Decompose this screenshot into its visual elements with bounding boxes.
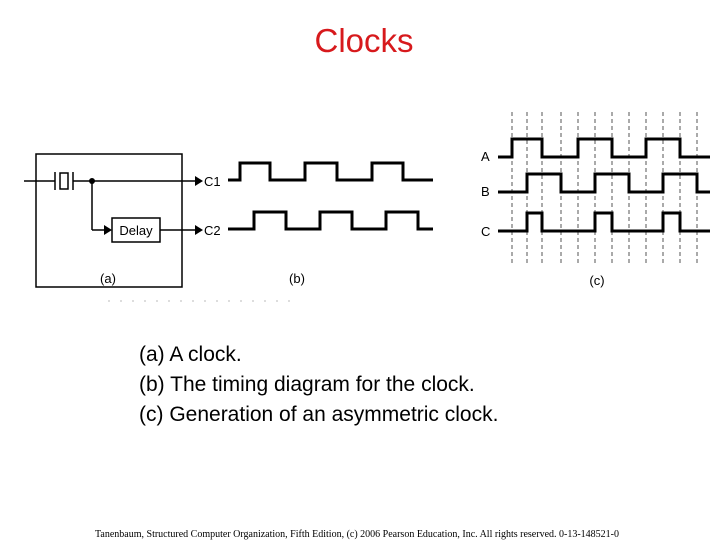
signal-a-waveform: [498, 137, 710, 159]
copyright-footer: Tanenbaum, Structured Computer Organizat…: [95, 529, 619, 540]
signal-c-waveform: [498, 211, 710, 233]
panel-b-label: (b): [289, 271, 305, 286]
c2-label: C2: [204, 223, 221, 238]
signal-b-waveform: [498, 172, 710, 194]
c1-arrow: [195, 176, 203, 186]
panel-a-label: (a): [100, 271, 116, 286]
delay-label: Delay: [119, 223, 153, 238]
signal-b-label: B: [481, 184, 490, 199]
caption-list: (a) A clock. (b) The timing diagram for …: [139, 340, 498, 430]
slide-title: Clocks: [314, 22, 414, 59]
panel-a-clock-circuit: Delay (a): [24, 153, 203, 288]
timing-guide-lines: [511, 112, 698, 265]
c1-waveform: [228, 161, 433, 182]
delay-input-arrow: [104, 225, 112, 235]
c1-label: C1: [204, 174, 221, 189]
signal-a-label: A: [481, 149, 490, 164]
panel-c-label: (c): [589, 273, 604, 288]
c2-arrow: [195, 225, 203, 235]
c2-waveform: [228, 210, 433, 231]
caption-a: (a) A clock.: [139, 343, 242, 366]
caption-c: (c) Generation of an asymmetric clock.: [139, 403, 499, 426]
caption-b: (b) The timing diagram for the clock.: [139, 373, 475, 396]
panel-b-timing-diagram: C1 C2 (b): [204, 161, 433, 286]
panel-c-asymmetric-clock: A B C (c): [481, 112, 710, 288]
signal-c-label: C: [481, 224, 490, 239]
crystal-icon: [54, 172, 74, 190]
circuit-enclosure: [35, 153, 183, 288]
